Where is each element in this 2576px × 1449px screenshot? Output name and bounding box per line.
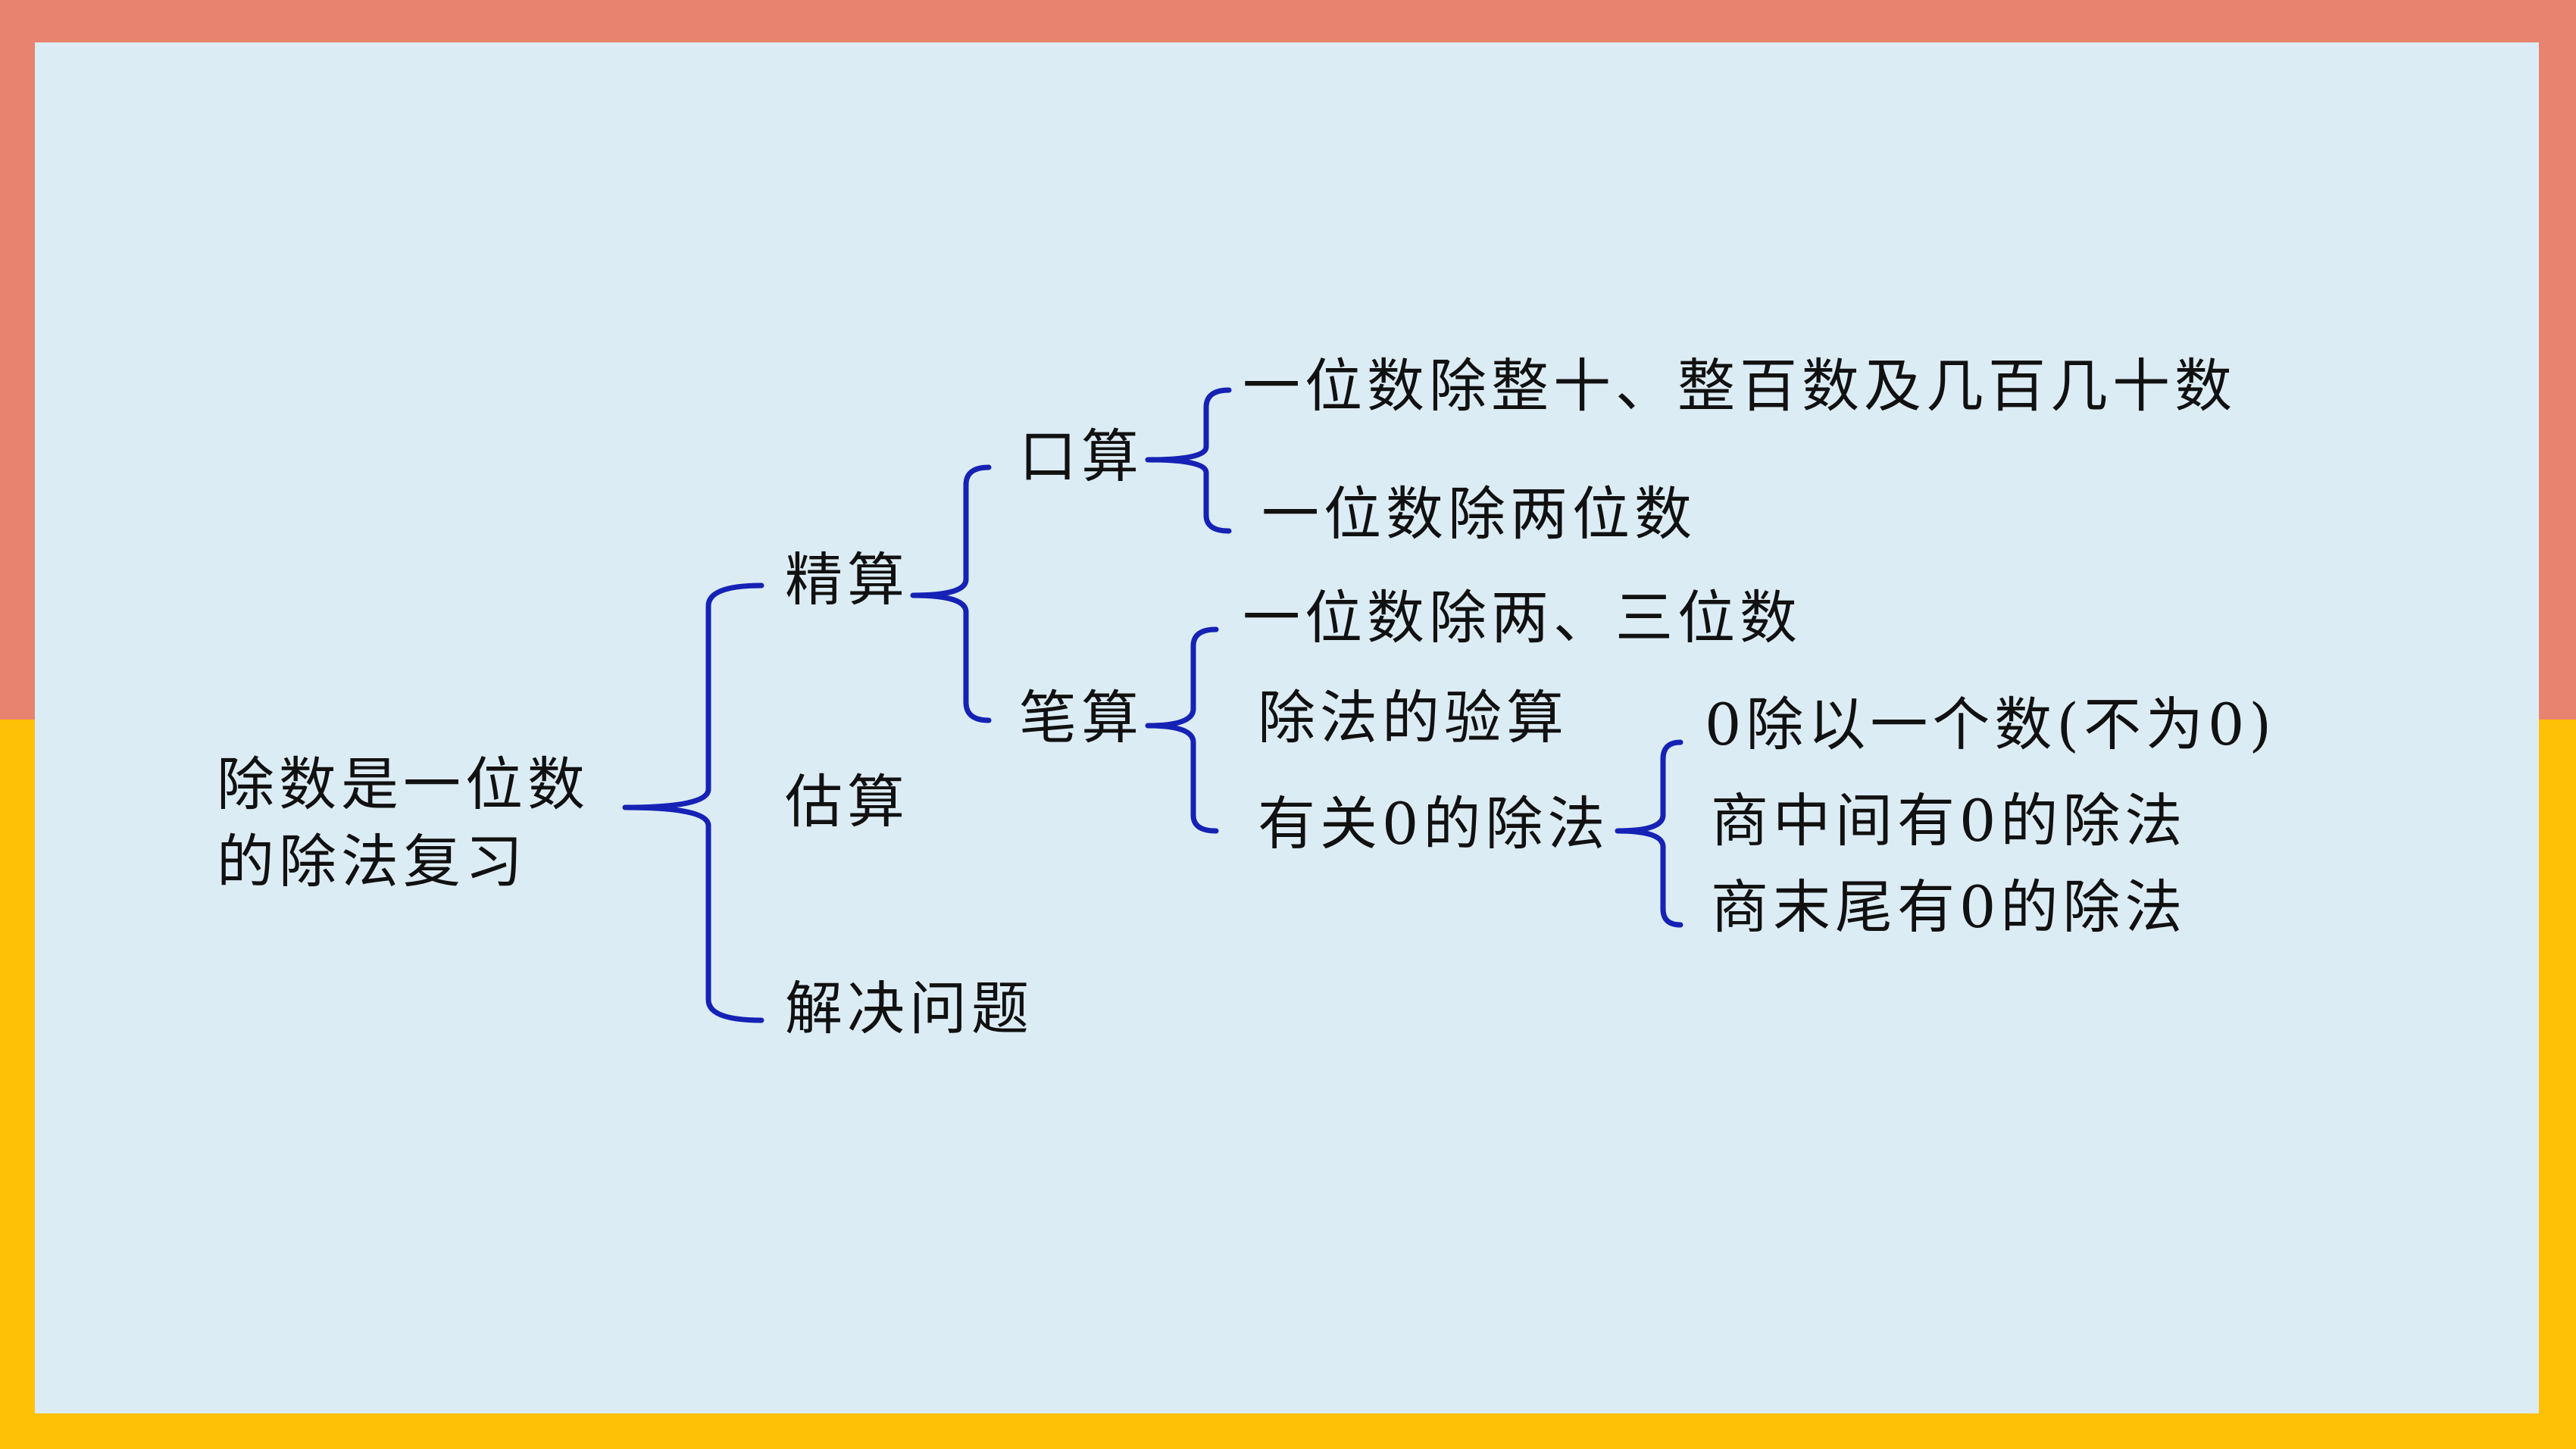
zero-item-3: 商末尾有0的除法 [1711, 873, 2187, 941]
zero-item-2: 商中间有0的除法 [1711, 787, 2187, 854]
root-brace [622, 582, 764, 1023]
node-jiejue-wenti: 解决问题 [785, 975, 1033, 1042]
node-gusuan: 估算 [785, 768, 909, 835]
kousuan-item-2: 一位数除两位数 [1261, 480, 1696, 548]
kousuan-item-1: 一位数除整十、整百数及几百几十数 [1243, 352, 2237, 420]
bisuan-item-2: 除法的验算 [1258, 684, 1568, 751]
jingsuan-brace [910, 464, 992, 723]
bisuan-item-1: 一位数除两、三位数 [1243, 584, 1802, 651]
zero-item-1: 0除以一个数(不为0) [1705, 691, 2277, 758]
kousuan-brace [1145, 387, 1232, 534]
bisuan-brace [1145, 626, 1219, 834]
zero-brace [1615, 739, 1683, 928]
root-title-line2: 的除法复习 [217, 828, 527, 895]
bisuan-item-3: 有关0的除法 [1258, 790, 1610, 857]
content-panel [35, 42, 2539, 1413]
node-kousuan: 口算 [1019, 423, 1143, 490]
root-title-line1: 除数是一位数 [217, 751, 589, 818]
node-jingsuan: 精算 [785, 546, 909, 614]
node-bisuan: 笔算 [1019, 684, 1143, 751]
